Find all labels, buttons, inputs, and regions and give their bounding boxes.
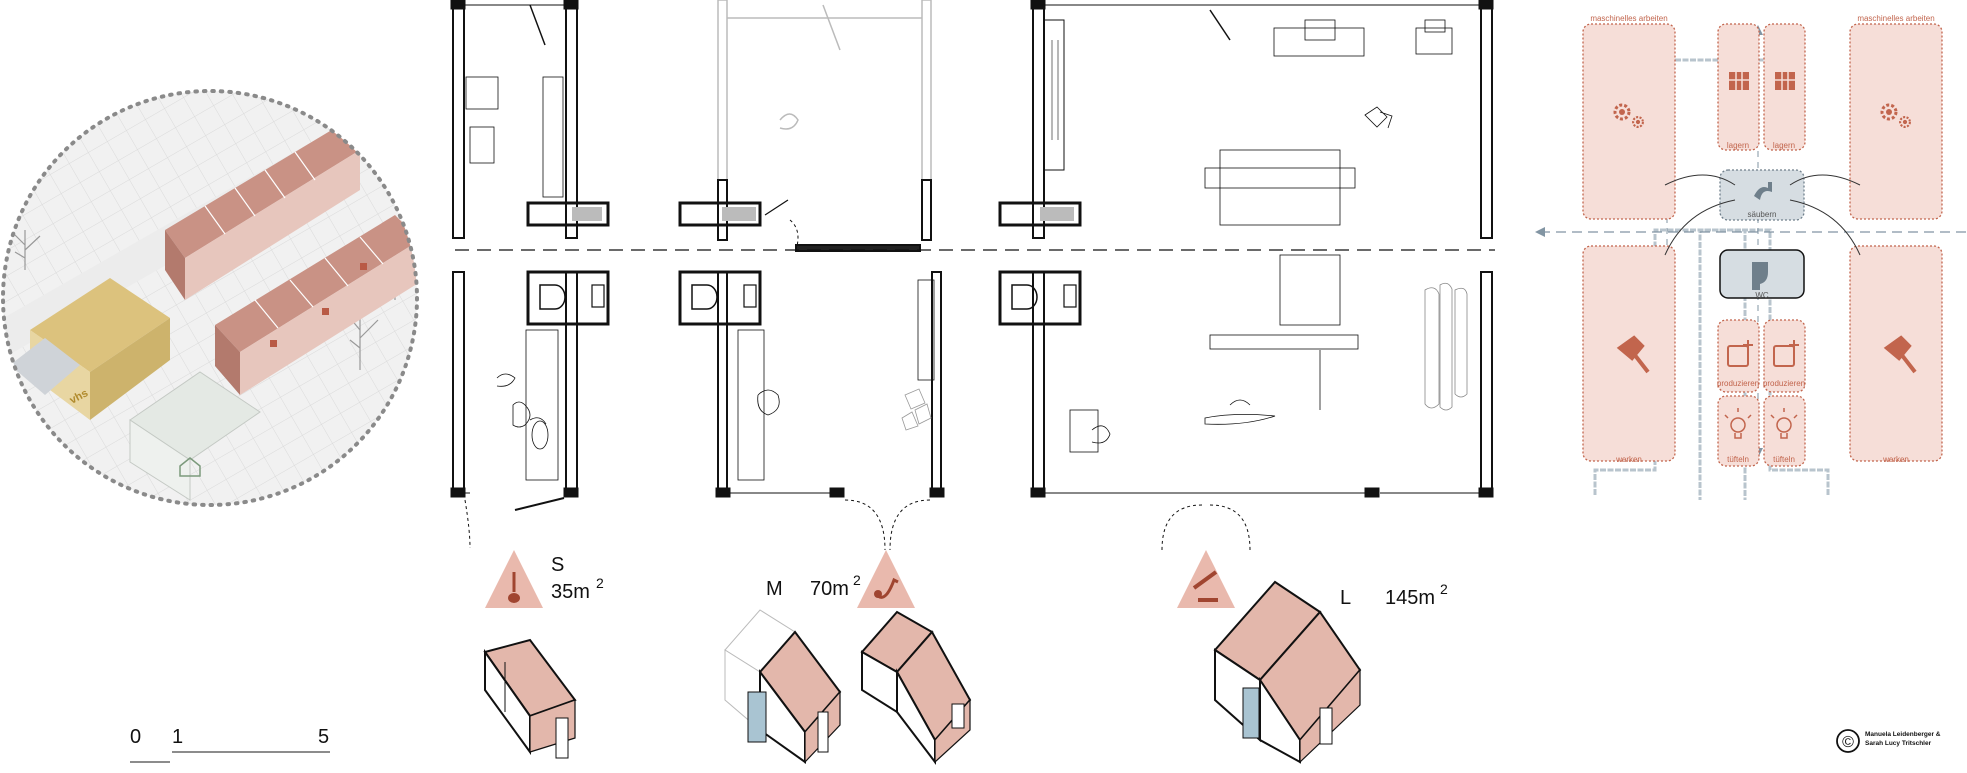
label-lagern-1: lagern	[1727, 141, 1749, 150]
zone-tinker-1	[1717, 395, 1760, 467]
size-m-letter: M	[766, 578, 783, 600]
axo-unit-m-2	[860, 610, 972, 765]
workshop-building-2	[215, 215, 417, 395]
scale-5: 5	[318, 726, 329, 748]
label-wc: WC	[1755, 291, 1769, 300]
toilet-icon	[1752, 262, 1768, 290]
zone-tinker-2	[1763, 395, 1806, 467]
site-plan: vhs	[1, 89, 419, 507]
pipe-icon	[857, 550, 915, 608]
label-tinker-2: tüfteln	[1773, 455, 1795, 464]
label-produce-2: produzieren	[1763, 379, 1805, 388]
axo-unit-s	[483, 638, 577, 759]
axo-unit-l	[1213, 580, 1362, 764]
floor-plan-m	[678, 0, 945, 551]
label-tinker-1: tüfteln	[1727, 455, 1749, 464]
label-produce-1: produzieren	[1717, 379, 1759, 388]
label-machine-left: maschinelles arbeiten	[1590, 14, 1667, 23]
hammer-icon-left	[1616, 335, 1650, 374]
label-work-left: werken	[1615, 455, 1642, 464]
tap-icon	[1754, 182, 1772, 200]
label-machine-right: maschinelles arbeiten	[1857, 14, 1934, 23]
label-lagern-2: lagern	[1773, 141, 1795, 150]
scale-1: 1	[172, 726, 183, 748]
axo-unit-m-1	[724, 609, 842, 764]
credit-line-2: Sarah Lucy Tritschler	[1865, 740, 1932, 747]
size-l-letter: L	[1340, 587, 1351, 609]
bulb-icon-2	[1770, 408, 1798, 439]
size-s-area: 35m	[551, 581, 590, 603]
zone-produce-1	[1717, 319, 1760, 393]
scale-0: 0	[130, 726, 141, 748]
function-diagram: maschinelles arbeiten maschinelles arbei…	[1535, 14, 1967, 500]
size-s-exp: 2	[596, 575, 604, 591]
zone-clean	[1719, 169, 1805, 221]
size-m-exp: 2	[853, 572, 861, 588]
label-work-right: werken	[1882, 455, 1909, 464]
add-icon-1	[1727, 340, 1753, 367]
credit-line-1: Manuela Leidenberger &	[1865, 731, 1941, 738]
size-s-letter: S	[551, 554, 564, 576]
ghost-building	[129, 371, 261, 501]
add-icon-2	[1773, 340, 1799, 367]
size-l-label: L 145m 2	[1177, 550, 1448, 609]
label-clean: säubern	[1748, 210, 1777, 219]
shelf-icon-2	[1775, 72, 1795, 90]
zone-machine-right	[1849, 23, 1943, 220]
zone-produce-2	[1763, 319, 1806, 393]
copyright-icon: ©	[1842, 734, 1854, 751]
workshop-building-1	[165, 125, 360, 300]
floor-plan-s	[450, 0, 610, 549]
zone-machine-left	[1582, 23, 1676, 220]
size-l-area: 145m	[1385, 587, 1435, 609]
house-icon	[179, 457, 201, 477]
scale-bar: 0 1 5	[130, 726, 330, 763]
size-m-label: M 70m 2	[766, 550, 915, 608]
floor-plan-l	[998, 0, 1494, 551]
shelf-icon-1	[1729, 72, 1749, 90]
hammer-icon-right	[1883, 335, 1917, 374]
bulb-icon-1	[1724, 408, 1752, 439]
size-l-exp: 2	[1440, 581, 1448, 597]
vhs-building: vhs	[10, 278, 170, 420]
size-m-area: 70m	[810, 578, 849, 600]
size-s-label: S 35m 2	[485, 550, 604, 608]
credit: © Manuela Leidenberger & Sarah Lucy Trit…	[1836, 729, 1941, 753]
